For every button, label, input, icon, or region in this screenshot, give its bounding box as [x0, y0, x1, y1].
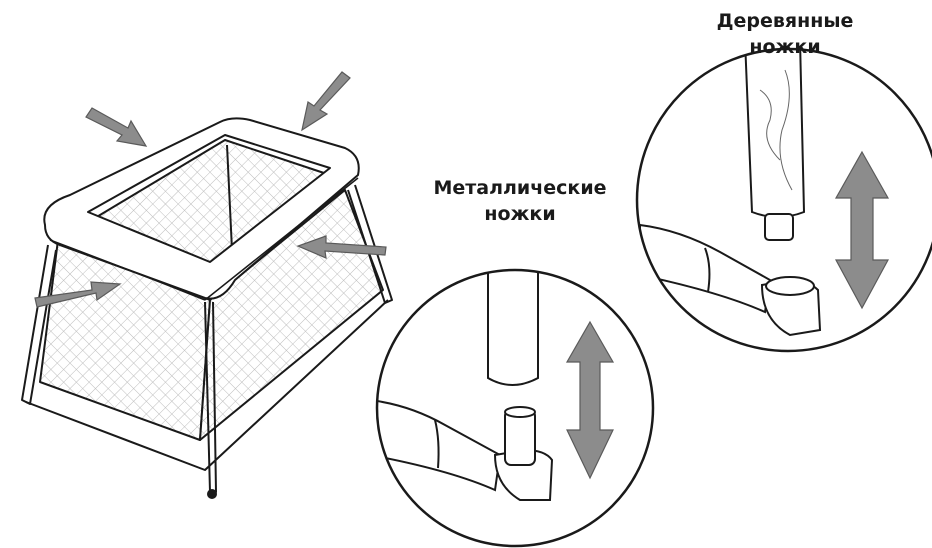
wooden-legs-label-line1: Деревянные [665, 8, 905, 34]
double-arrow-icon [567, 322, 613, 478]
arrow-icon [86, 108, 146, 146]
wooden-leg-peg [765, 214, 793, 240]
metal-leg-tube [488, 260, 538, 385]
metal-fabric-arm [370, 400, 500, 490]
wooden-fabric-arm [640, 225, 770, 312]
metal-legs-detail [370, 260, 653, 546]
wooden-legs-label: Деревянные ножки [665, 8, 905, 60]
wooden-legs-detail [637, 40, 932, 351]
metal-legs-label-line2: ножки [410, 201, 630, 227]
arrow-icon [302, 72, 350, 130]
metal-legs-label-line1: Металлические [410, 175, 630, 201]
double-arrow-icon [836, 152, 888, 308]
metal-connector-pin [505, 410, 535, 465]
wooden-leg [745, 40, 804, 217]
metal-legs-label: Металлические ножки [410, 175, 630, 227]
wooden-legs-label-line2: ножки [665, 34, 905, 60]
crib-foot [208, 490, 216, 498]
crib-illustration [22, 118, 392, 498]
